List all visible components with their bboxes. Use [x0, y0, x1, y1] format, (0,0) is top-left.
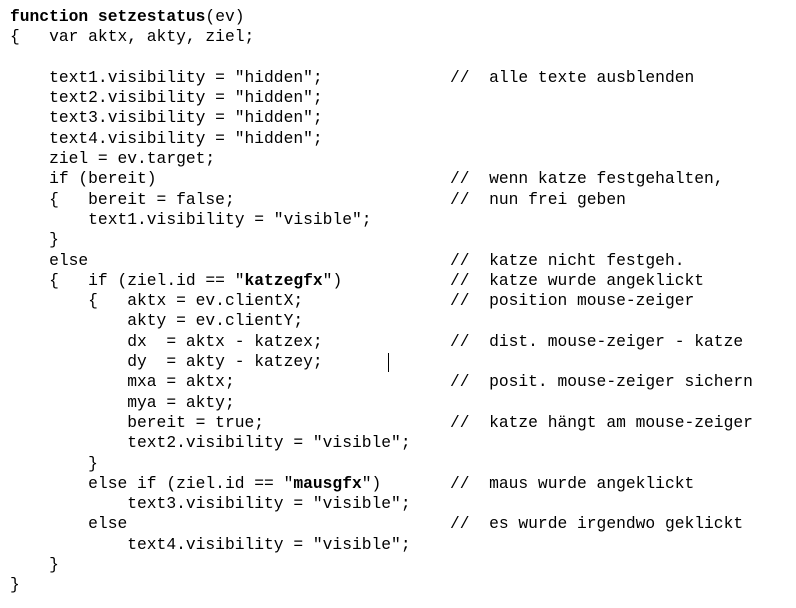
- code-line: text2.visibility = "hidden";: [10, 88, 411, 108]
- code-keyword-bold: katzegfx: [244, 270, 323, 290]
- code-text: }: [10, 230, 59, 250]
- code-text: text3.visibility = "hidden";: [10, 108, 323, 128]
- code-keyword-bold: function setzestatus: [10, 7, 206, 26]
- code-line: else if (ziel.id == "mausgfx") // maus wu…: [10, 473, 694, 494]
- code-line: else // es wurde irgendwo geklickt: [10, 514, 743, 534]
- code-listing: function setzestatus(ev){ var aktx, akty…: [10, 7, 753, 596]
- code-line: dx = aktx - katzex; // dist. mouse-zeiger…: [10, 331, 743, 352]
- code-text: }: [10, 453, 98, 473]
- code-text: mya = akty;: [10, 392, 235, 412]
- code-text: "): [322, 270, 343, 290]
- code-text: else: [10, 514, 128, 534]
- code-text: dx = aktx - katzex;: [10, 331, 323, 351]
- code-text: text1.visibility = "visible";: [10, 209, 372, 229]
- code-text: bereit = true;: [10, 412, 265, 432]
- code-line: }: [10, 230, 411, 250]
- code-keyword-bold: mausgfx: [293, 473, 362, 493]
- code-text: { if (ziel.id == ": [10, 270, 245, 290]
- code-text: dy = akty - katzey;: [10, 352, 323, 372]
- code-line: mya = akty;: [10, 393, 411, 413]
- code-line: [10, 48, 411, 68]
- code-line: text4.visibility = "visible";: [10, 534, 411, 555]
- code-text: else: [10, 250, 89, 270]
- code-text: "): [361, 473, 382, 493]
- code-text: text2.visibility = "visible";: [10, 433, 411, 453]
- code-text: text3.visibility = "visible";: [10, 494, 411, 514]
- code-line: text1.visibility = "hidden"; // alle text…: [10, 67, 694, 88]
- code-text: text1.visibility = "hidden";: [10, 67, 323, 87]
- code-comment: // katze nicht festgeh.: [450, 250, 685, 270]
- code-text: text4.visibility = "visible";: [10, 534, 411, 554]
- code-comment: // wenn katze festgehalten,: [450, 169, 724, 189]
- code-line: { if (ziel.id == "katzegfx") // katze wur…: [10, 270, 704, 291]
- code-text: { var aktx, akty, ziel;: [10, 27, 255, 47]
- code-line: bereit = true; // katze hängt am mouse-ze…: [10, 412, 753, 433]
- code-text: text4.visibility = "hidden";: [10, 128, 323, 148]
- code-line: akty = ev.clientY;: [10, 311, 411, 331]
- code-line: }: [10, 555, 411, 575]
- code-comment: // dist. mouse-zeiger - katze: [450, 331, 744, 351]
- code-comment: // maus wurde angeklickt: [450, 473, 695, 493]
- code-comment: // katze hängt am mouse-zeiger: [450, 412, 753, 432]
- code-comment: // posit. mouse-zeiger sichern: [450, 372, 753, 392]
- code-line: if (bereit) // wenn katze festgehalten,: [10, 169, 724, 189]
- code-line: { bereit = false; // nun frei geben: [10, 189, 626, 210]
- code-line: }: [10, 454, 411, 474]
- code-text: (ev): [205, 7, 245, 26]
- code-comment: // nun frei geben: [450, 189, 626, 209]
- code-line: text3.visibility = "hidden";: [10, 108, 411, 128]
- code-line: text1.visibility = "visible";: [10, 210, 411, 230]
- code-text: }: [10, 555, 59, 575]
- code-text: mxa = aktx;: [10, 372, 235, 392]
- code-line: dy = akty - katzey;: [10, 352, 411, 372]
- code-line: text4.visibility = "hidden";: [10, 129, 411, 149]
- code-text: akty = ev.clientY;: [10, 311, 304, 331]
- code-line: else // katze nicht festgeh.: [10, 250, 684, 271]
- code-line: text3.visibility = "visible";: [10, 494, 411, 514]
- code-comment: // position mouse-zeiger: [450, 291, 695, 311]
- code-text: { bereit = false;: [10, 189, 235, 209]
- code-line: { aktx = ev.clientX; // position mouse-ze…: [10, 291, 694, 311]
- code-text: ziel = ev.target;: [10, 149, 216, 169]
- code-line: { var aktx, akty, ziel;: [10, 27, 411, 47]
- code-comment: // alle texte ausblenden: [450, 67, 695, 87]
- code-text: { aktx = ev.clientX;: [10, 291, 304, 311]
- code-comment: // es wurde irgendwo geklickt: [450, 514, 744, 534]
- code-text: }: [10, 575, 20, 595]
- code-line: ziel = ev.target;: [10, 149, 411, 169]
- code-line: mxa = aktx; // posit. mouse-zeiger sicher…: [10, 372, 753, 392]
- code-line: function setzestatus(ev): [10, 7, 411, 27]
- code-line: text2.visibility = "visible";: [10, 433, 411, 453]
- code-text: if (bereit): [10, 169, 157, 189]
- code-text: text2.visibility = "hidden";: [10, 88, 323, 108]
- code-comment: // katze wurde angeklickt: [450, 270, 705, 290]
- code-text: else if (ziel.id == ": [10, 473, 294, 493]
- text-cursor: [388, 353, 389, 372]
- code-line: }: [10, 575, 411, 595]
